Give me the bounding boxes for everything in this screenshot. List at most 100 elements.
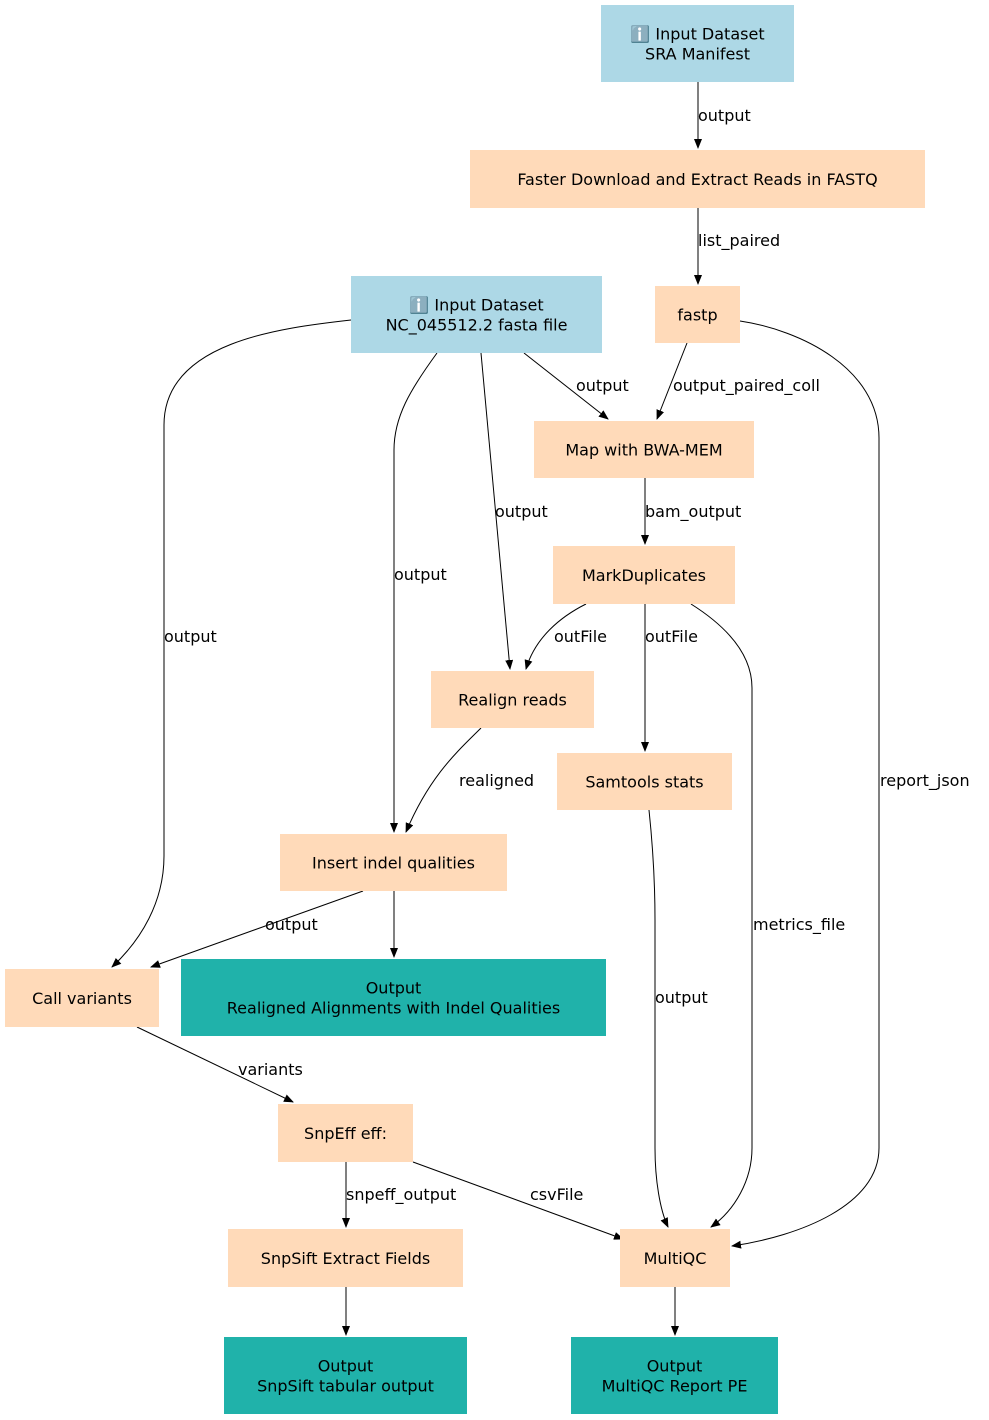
edge-label: metrics_file xyxy=(753,915,845,935)
node-realign-reads[interactable]: Realign reads xyxy=(431,671,594,728)
edge-label: realigned xyxy=(459,771,534,790)
node-label: MultiQC xyxy=(644,1249,707,1268)
edge-faster_download-to-fastp: list_paired xyxy=(694,208,780,285)
tool-node-box xyxy=(534,421,754,478)
edge-arrow xyxy=(656,342,688,420)
node-label: SnpSift Extract Fields xyxy=(261,1249,430,1268)
node-title-with-info-icon: ℹ️ Input Dataset xyxy=(630,25,764,44)
tool-node-box xyxy=(553,546,735,604)
edge-samtools_stats-to-multiqc: output xyxy=(648,809,708,1228)
edge-label: variants xyxy=(238,1060,303,1079)
node-label: SnpEff eff: xyxy=(304,1124,387,1143)
node-label: Output xyxy=(647,1357,703,1376)
edge-arrow xyxy=(648,809,669,1228)
tool-node-box xyxy=(557,753,732,810)
edge-label: report_json xyxy=(880,771,970,791)
edge-fasta_input-to-call_variants: output xyxy=(111,319,352,968)
node-snpsift[interactable]: SnpSift Extract Fields xyxy=(228,1229,463,1287)
input-node-box xyxy=(351,276,602,353)
edge-label: output xyxy=(698,106,751,125)
edge-snpeff-to-snpsift: snpeff_output xyxy=(342,1162,456,1228)
node-fastp[interactable]: fastp xyxy=(655,286,740,343)
edge-call_variants-to-snpeff: variants xyxy=(136,1026,303,1103)
edge-arrow xyxy=(523,352,609,420)
node-label: Realign reads xyxy=(458,691,567,710)
node-label: Output xyxy=(318,1357,374,1376)
node-faster-download[interactable]: Faster Download and Extract Reads in FAS… xyxy=(470,150,925,208)
node-markduplicates[interactable]: MarkDuplicates xyxy=(553,546,735,604)
tool-node-box xyxy=(431,671,594,728)
node-label: SnpSift tabular output xyxy=(257,1377,434,1396)
output-node-box xyxy=(181,959,606,1036)
node-label: NC_045512.2 fasta file xyxy=(386,316,568,336)
edge-arrow xyxy=(690,603,753,1228)
node-label: SRA Manifest xyxy=(645,45,750,64)
tool-node-box xyxy=(280,834,507,891)
edge-label: output xyxy=(164,627,217,646)
edge-label: output xyxy=(394,565,447,584)
edge-label: output xyxy=(576,376,629,395)
node-label: Samtools stats xyxy=(585,773,703,792)
edge-markduplicates-to-samtools_stats: outFile xyxy=(641,604,698,752)
edge-label: output xyxy=(495,502,548,521)
edge-arrow xyxy=(731,320,880,1249)
edge-arrow xyxy=(390,352,438,833)
edge-label: output xyxy=(265,915,318,934)
edge-bwa_mem-to-markduplicates: bam_output xyxy=(641,478,741,545)
edge-fasta_input-to-insert_indel: output xyxy=(390,352,447,833)
edge-label: csvFile xyxy=(530,1185,583,1204)
edge-label: list_paired xyxy=(698,231,780,251)
node-label: Call variants xyxy=(32,989,132,1008)
node-label: Insert indel qualities xyxy=(312,854,475,873)
edge-label: output_paired_coll xyxy=(673,376,820,396)
edge-label: bam_output xyxy=(645,502,741,522)
edge-markduplicates-to-realign_reads: outFile xyxy=(524,603,607,670)
edge-snpeff-to-multiqc: csvFile xyxy=(412,1161,624,1240)
edge-sra_manifest-to-faster_download: output xyxy=(694,82,751,149)
node-label: MarkDuplicates xyxy=(582,566,706,585)
node-bwa-mem[interactable]: Map with BWA-MEM xyxy=(534,421,754,478)
edge-arrow xyxy=(405,727,482,833)
node-call-variants[interactable]: Call variants xyxy=(5,969,159,1027)
edge-arrow xyxy=(480,352,514,670)
edge-arrow xyxy=(136,1026,294,1103)
edge-fastp-to-bwa_mem: output_paired_coll xyxy=(656,342,820,420)
edge-label: snpeff_output xyxy=(346,1185,456,1205)
edge-fasta_input-to-realign_reads: output xyxy=(480,352,548,670)
edge-arrow xyxy=(412,1161,624,1240)
edge-label: outFile xyxy=(554,627,607,646)
tool-node-box xyxy=(655,286,740,343)
edge-insert_indel-to-call_variants: output xyxy=(150,890,364,968)
tool-node-box xyxy=(278,1104,413,1162)
node-label: fastp xyxy=(677,306,717,325)
edge-arrow xyxy=(150,890,364,968)
node-label: Faster Download and Extract Reads in FAS… xyxy=(517,170,877,189)
output-node-box xyxy=(224,1337,467,1414)
edge-arrow xyxy=(524,603,587,670)
edge-fasta_input-to-bwa_mem: output xyxy=(523,352,629,420)
node-multiqc[interactable]: MultiQC xyxy=(620,1229,730,1287)
edge-fastp-to-multiqc: report_json xyxy=(731,320,970,1249)
node-snpeff[interactable]: SnpEff eff: xyxy=(278,1104,413,1162)
edges-layer: outputlist_pairedoutput_paired_colloutpu… xyxy=(111,82,970,1336)
tool-node-box xyxy=(228,1229,463,1287)
node-label: Output xyxy=(366,979,422,998)
node-label: Map with BWA-MEM xyxy=(565,441,722,460)
node-samtools-stats[interactable]: Samtools stats xyxy=(557,753,732,810)
node-insert-indel[interactable]: Insert indel qualities xyxy=(280,834,507,891)
node-label: MultiQC Report PE xyxy=(602,1377,748,1396)
tool-node-box xyxy=(470,150,925,208)
node-label: Realigned Alignments with Indel Qualitie… xyxy=(227,999,560,1018)
edge-arrow xyxy=(111,319,352,968)
input-node-box xyxy=(601,5,794,82)
output-node-box xyxy=(571,1337,778,1414)
edge-label: outFile xyxy=(645,627,698,646)
node-title-with-info-icon: ℹ️ Input Dataset xyxy=(409,296,543,315)
